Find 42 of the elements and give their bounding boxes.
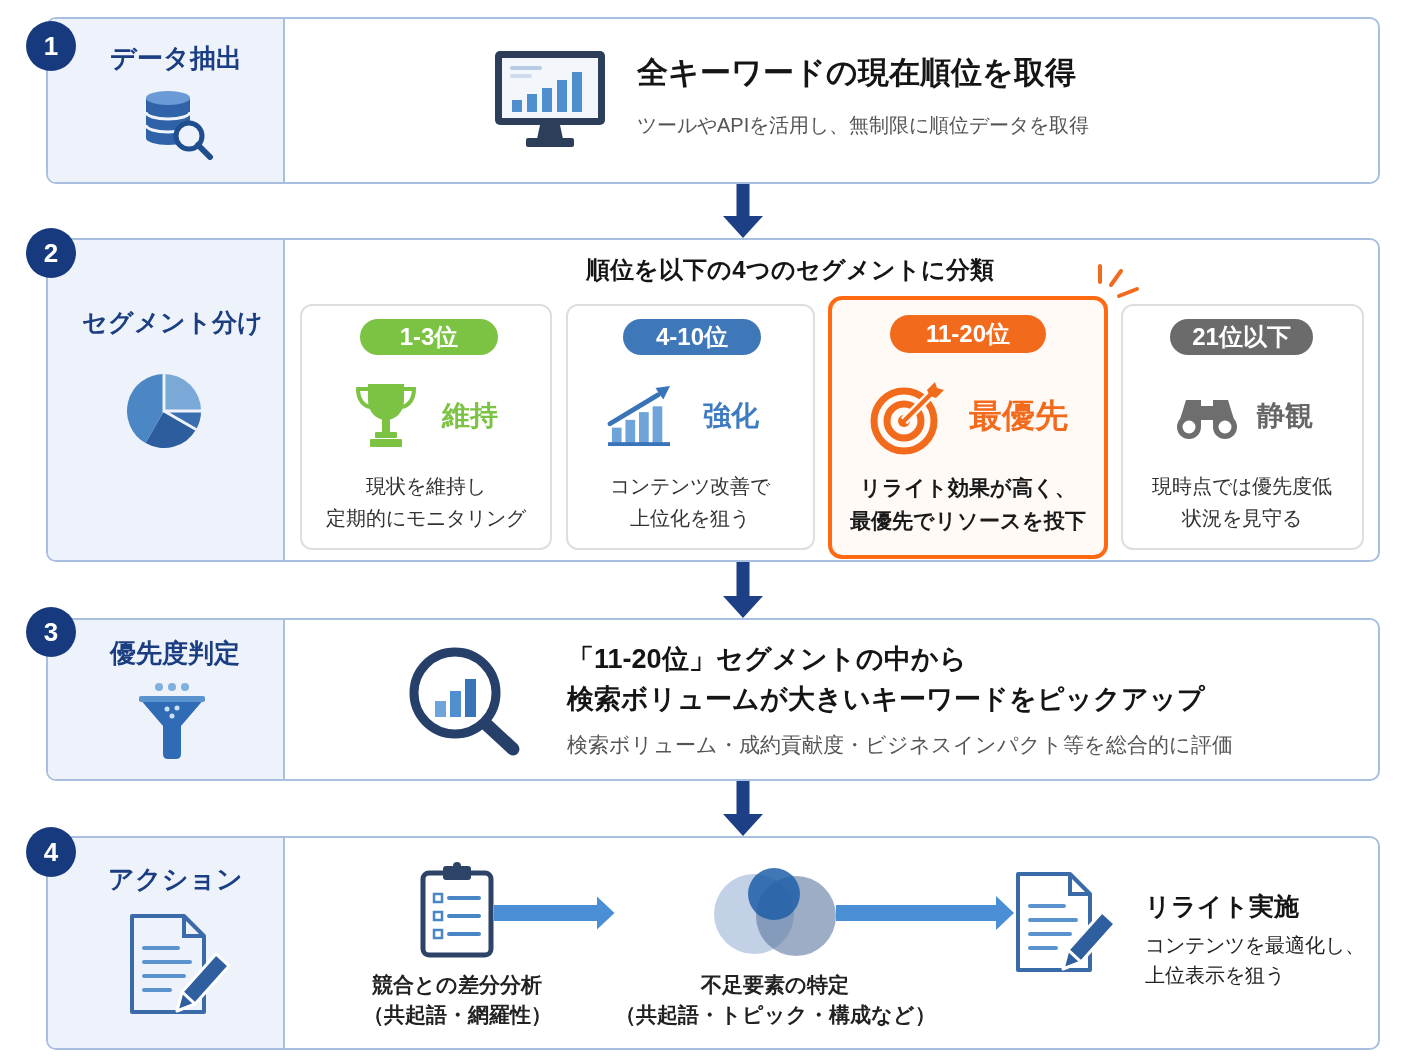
arrow (723, 562, 763, 618)
arrow (494, 896, 615, 930)
description-text: コンテンツを最適化し、上位表示を狙う (1145, 933, 1365, 988)
rank-pill: 4-10位 (623, 319, 761, 355)
segment-card (1121, 304, 1364, 550)
heading-text: 「11-20位」セグメントの中から検索ボリュームが大きいキーワードをピックアップ (567, 643, 1205, 716)
card-text: リライト効果が高く、最優先でリソースを投下 (850, 475, 1086, 534)
description-text: ツールやAPIを活用し、無制限に順位データを取得 (637, 113, 1090, 138)
heading-text: リライト実施 (1145, 891, 1299, 922)
number-badge: 1 (26, 21, 76, 71)
card-text: 現時点では優先度低状況を見守る (1152, 474, 1332, 531)
step-panel (46, 836, 1380, 1050)
step-title: データ抽出 (110, 42, 242, 74)
segment-label: 維持 (442, 399, 498, 433)
arrow (723, 184, 763, 238)
segment-label: 最優先 (968, 396, 1068, 436)
number-badge: 4 (26, 827, 76, 877)
step-panel (46, 17, 1380, 184)
rank-pill: 21位以下 (1170, 319, 1313, 355)
rank-pill: 11-20位 (890, 315, 1046, 353)
arrow (723, 781, 763, 836)
step-title: セグメント分け (81, 307, 263, 338)
step-panel (46, 618, 1380, 781)
rank-pill: 1-3位 (360, 319, 498, 355)
caption-text: 競合との差分分析（共起語・網羅性） (362, 972, 552, 1028)
segment-card (300, 304, 552, 550)
segment-card (828, 296, 1108, 559)
number-badge: 2 (26, 228, 76, 278)
step-title: 優先度判定 (110, 637, 240, 669)
heading-text: 順位を以下の4つのセグメントに分類 (586, 255, 994, 285)
segment-label: 強化 (703, 399, 759, 433)
arrow (836, 896, 1014, 930)
card-text: コンテンツ改善で上位化を狙う (610, 474, 770, 531)
segment-card (566, 304, 815, 550)
card-text: 現状を維持し定期的にモニタリング (326, 474, 526, 531)
description-text: 検索ボリューム・成約貢献度・ビジネスインパクト等を総合的に評価 (567, 732, 1233, 758)
number-badge: 3 (26, 607, 76, 657)
segment-label: 静観 (1257, 399, 1313, 433)
step-title: アクション (107, 863, 243, 895)
caption-text: 不足要素の特定（共起語・トピック・構成など） (614, 972, 936, 1029)
heading-text: 全キーワードの現在順位を取得 (637, 54, 1076, 92)
step-panel (46, 238, 1380, 562)
